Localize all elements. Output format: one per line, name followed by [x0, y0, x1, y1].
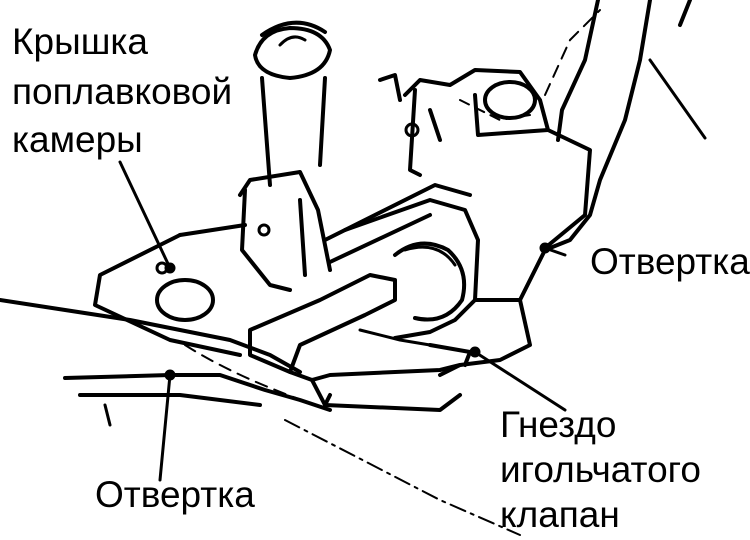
label-needle-seat-line1: Гнездо	[500, 404, 617, 445]
screwdriver-bottom	[0, 298, 332, 427]
label-screwdriver-bottom: Отвертка	[95, 474, 255, 515]
plunger-pin	[253, 20, 332, 187]
centerline	[284, 419, 521, 536]
screwdriver-right	[544, 0, 692, 250]
float-cover	[93, 68, 592, 412]
label-float-cover-line1: Крышка	[12, 21, 148, 62]
label-needle-seat-line3: клапан	[500, 494, 620, 535]
label-needle-seat-line2: игольчатого	[500, 449, 701, 490]
label-screwdriver-right: Отвертка	[590, 241, 750, 282]
leader-lines	[118, 58, 707, 482]
label-float-cover-line3: камеры	[12, 119, 143, 160]
label-float-cover-line2: поплавковой	[12, 71, 233, 112]
